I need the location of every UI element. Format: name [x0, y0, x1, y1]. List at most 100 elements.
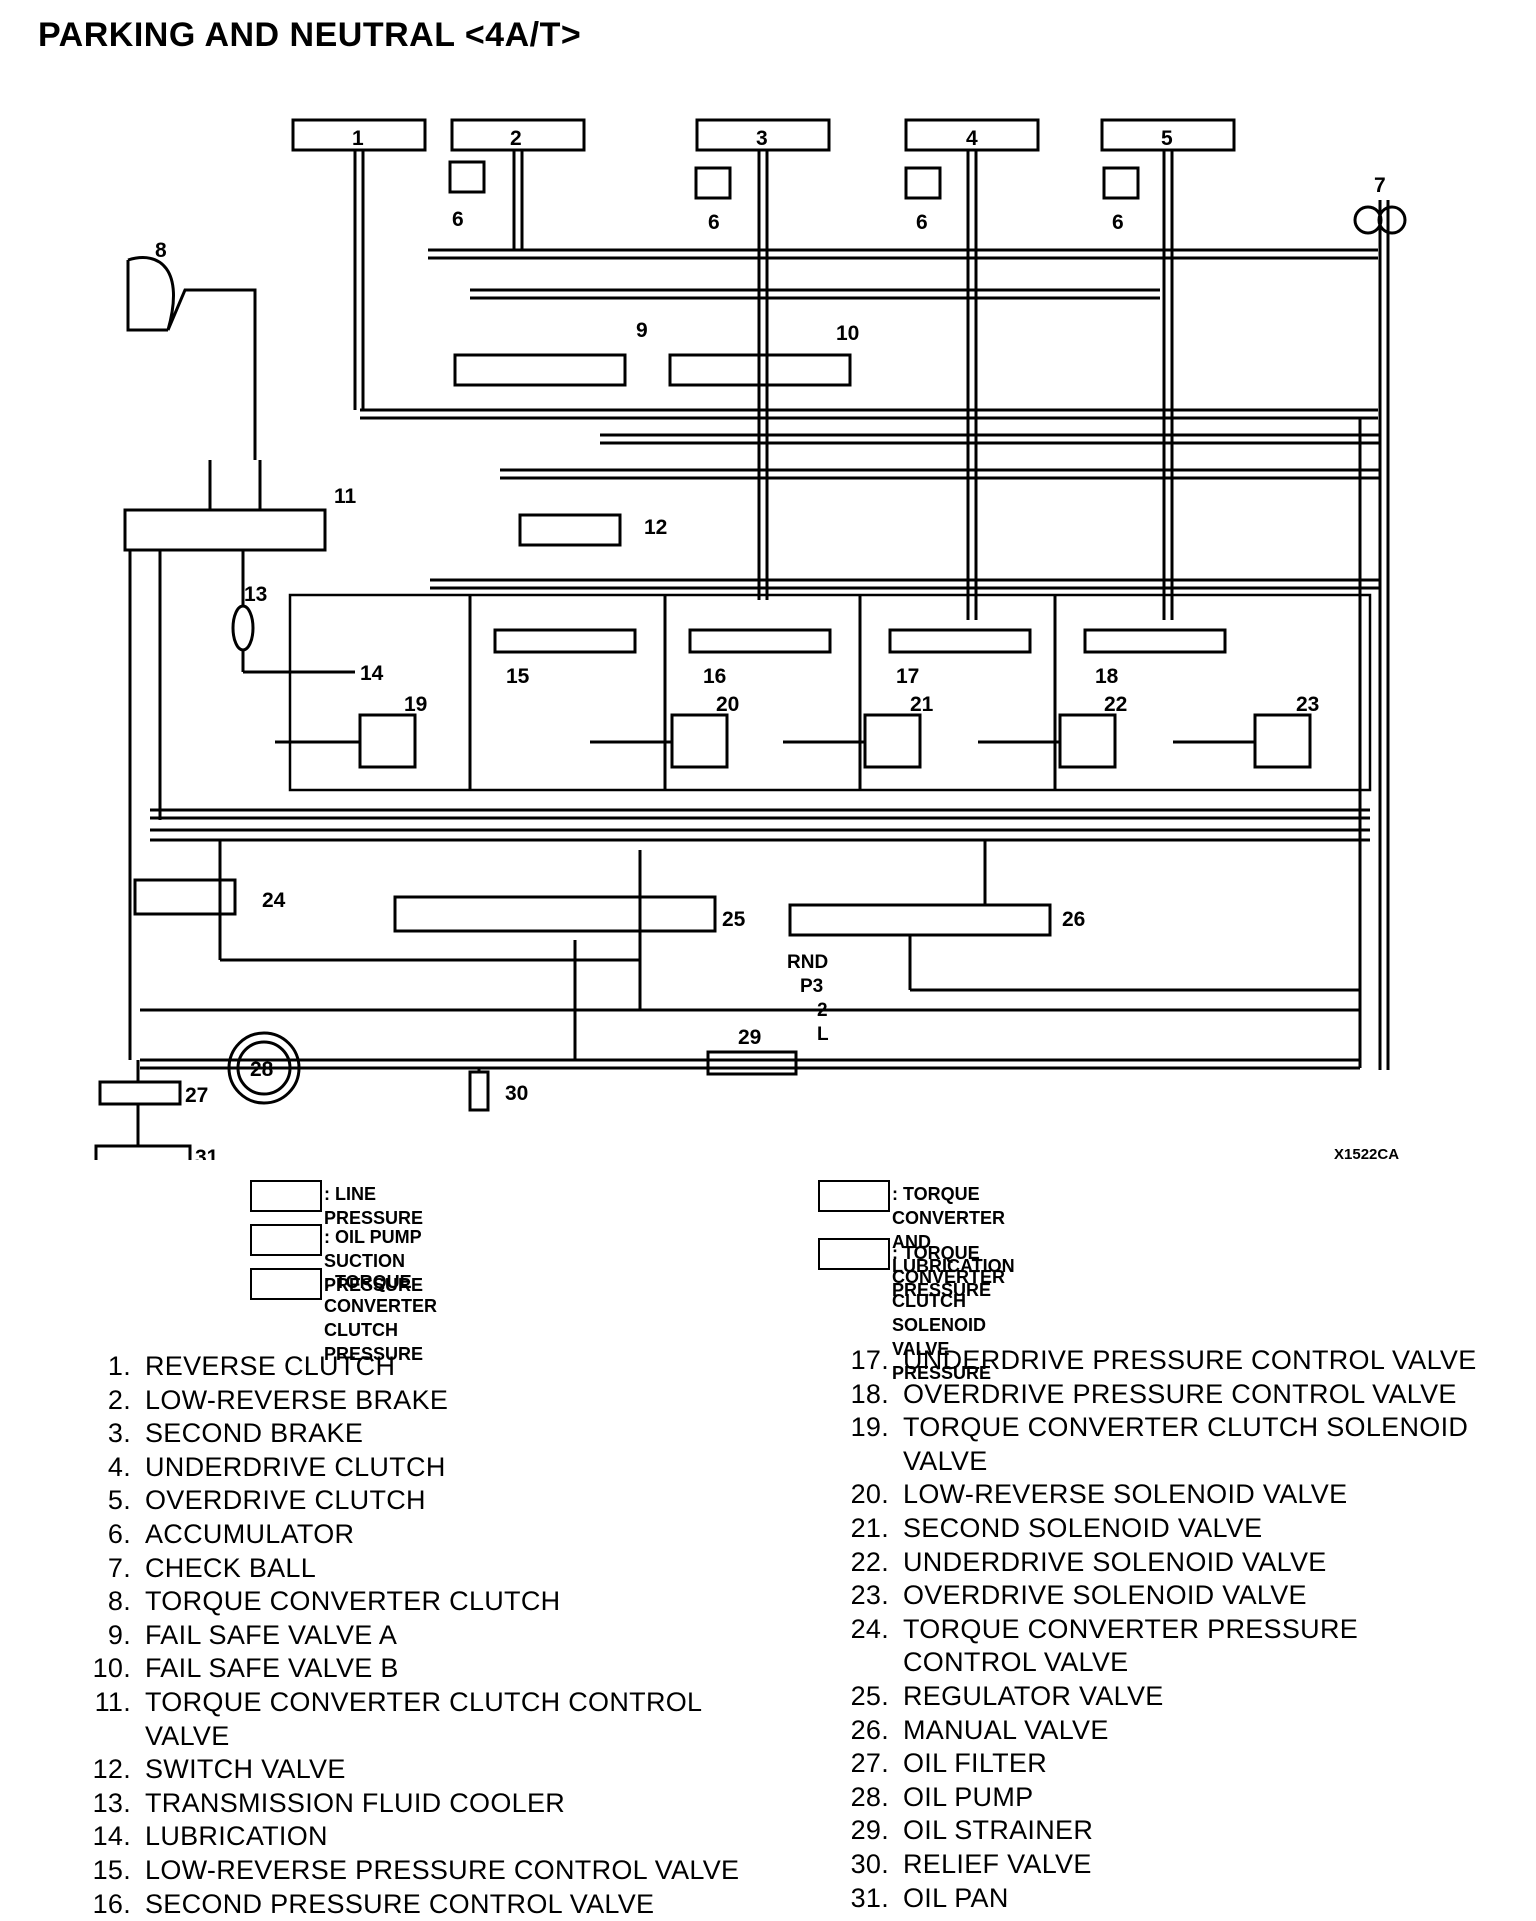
accumulator-2 [450, 162, 484, 192]
part-list-item: 20.LOW-REVERSE SOLENOID VALVE [838, 1478, 1528, 1512]
part-name: LOW-REVERSE PRESSURE CONTROL VALVE [145, 1854, 739, 1888]
part-list-item: 7.CHECK BALL [80, 1552, 780, 1586]
callout-13: 13 [244, 583, 267, 606]
part-number: 13. [80, 1787, 145, 1821]
callout-20: 20 [716, 693, 739, 716]
part-list-item: 8.TORQUE CONVERTER CLUTCH [80, 1585, 780, 1619]
part-number: 24. [838, 1613, 903, 1680]
legend-swatch-solenoid-pressure [818, 1238, 890, 1270]
part-list-item: 22.UNDERDRIVE SOLENOID VALVE [838, 1546, 1528, 1580]
part-list-item: 18.OVERDRIVE PRESSURE CONTROL VALVE [838, 1378, 1528, 1412]
part-number: 11. [80, 1686, 145, 1753]
part-name: TORQUE CONVERTER CLUTCH [145, 1585, 560, 1619]
part-list-item: 29.OIL STRAINER [838, 1814, 1528, 1848]
part-number: 18. [838, 1378, 903, 1412]
part-list-item: 26.MANUAL VALVE [838, 1714, 1528, 1748]
part-list-item: 30.RELIEF VALVE [838, 1848, 1528, 1882]
part-list-item: 15.LOW-REVERSE PRESSURE CONTROL VALVE [80, 1854, 780, 1888]
part-name: MANUAL VALVE [903, 1714, 1109, 1748]
part-list-item: 28.OIL PUMP [838, 1781, 1528, 1815]
switch-valve-body [520, 515, 620, 545]
part-name: TORQUE CONVERTER CLUTCH SOLENOID VALVE [903, 1411, 1468, 1478]
callout-10: 10 [836, 322, 859, 345]
part-number: 8. [80, 1585, 145, 1619]
callout-18: 18 [1095, 665, 1119, 688]
part-number: 19. [838, 1411, 903, 1478]
part-number: 31. [838, 1882, 903, 1916]
part-list-item: 6.ACCUMULATOR [80, 1518, 780, 1552]
pcv-18-body [1085, 630, 1225, 652]
fail-safe-valve-a-body [455, 355, 625, 385]
part-number: 23. [838, 1579, 903, 1613]
part-list-item: 17.UNDERDRIVE PRESSURE CONTROL VALVE [838, 1344, 1528, 1378]
part-number: 9. [80, 1619, 145, 1653]
part-number: 3. [80, 1417, 145, 1451]
part-list-item: 14.LUBRICATION [80, 1820, 780, 1854]
part-name: LUBRICATION [145, 1820, 328, 1854]
callout-17: 17 [896, 665, 919, 688]
legend-swatch-tcc-pressure [250, 1268, 322, 1300]
part-name: SWITCH VALVE [145, 1753, 346, 1787]
part-name: FAIL SAFE VALVE B [145, 1652, 399, 1686]
callout-16: 16 [703, 665, 726, 688]
part-name: UNDERDRIVE PRESSURE CONTROL VALVE [903, 1344, 1477, 1378]
manual-valve-body [790, 905, 1050, 935]
callout-6b: 6 [708, 211, 720, 234]
callout-1: 1 [352, 127, 364, 150]
part-name: TORQUE CONVERTER CLUTCH CONTROL VALVE [145, 1686, 702, 1753]
part-name: SECOND PRESSURE CONTROL VALVE [145, 1888, 654, 1921]
part-number: 16. [80, 1888, 145, 1921]
check-ball-7b [1379, 207, 1405, 233]
callout-4: 4 [966, 127, 978, 150]
shift-position-p3: P3 [800, 976, 823, 997]
part-name: TORQUE CONVERTER PRESSURE CONTROL VALVE [903, 1613, 1358, 1680]
solenoid-19-body [360, 715, 415, 767]
part-name: LOW-REVERSE BRAKE [145, 1384, 448, 1418]
regulator-valve-body [395, 897, 715, 931]
part-name: OVERDRIVE PRESSURE CONTROL VALVE [903, 1378, 1457, 1412]
tcc-control-valve-body [125, 510, 325, 550]
torque-converter-clutch-shape [128, 258, 255, 460]
part-name: UNDERDRIVE CLUTCH [145, 1451, 446, 1485]
part-name: FAIL SAFE VALVE A [145, 1619, 397, 1653]
part-name: CHECK BALL [145, 1552, 316, 1586]
part-number: 1. [80, 1350, 145, 1384]
part-list-item: 1.REVERSE CLUTCH [80, 1350, 780, 1384]
part-number: 29. [838, 1814, 903, 1848]
part-list-item: 2.LOW-REVERSE BRAKE [80, 1384, 780, 1418]
part-number: 12. [80, 1753, 145, 1787]
part-list-item: 31.OIL PAN [838, 1882, 1528, 1916]
callout-6d: 6 [1112, 211, 1124, 234]
check-ball-7a [1355, 207, 1381, 233]
callout-11: 11 [334, 485, 357, 508]
part-list-item: 27.OIL FILTER [838, 1747, 1528, 1781]
oil-pan-box [96, 1146, 190, 1160]
shift-position-rnd: RND [787, 952, 828, 973]
shift-position-2: 2 [817, 1000, 828, 1021]
callout-23: 23 [1296, 693, 1319, 716]
part-number: 17. [838, 1344, 903, 1378]
part-list-item: 11.TORQUE CONVERTER CLUTCH CONTROL VALVE [80, 1686, 780, 1753]
oil-strainer-box [708, 1052, 796, 1074]
callout-21: 21 [910, 693, 934, 716]
legend-swatch-lubrication [818, 1180, 890, 1212]
legend-swatch-suction [250, 1224, 322, 1256]
callout-25: 25 [722, 908, 746, 931]
callout-24: 24 [262, 889, 286, 912]
callout-15: 15 [506, 665, 530, 688]
part-name: REVERSE CLUTCH [145, 1350, 395, 1384]
callout-7: 7 [1374, 174, 1386, 197]
relief-valve-shape [470, 1072, 488, 1110]
part-number: 30. [838, 1848, 903, 1882]
part-name: SECOND SOLENOID VALVE [903, 1512, 1262, 1546]
part-list-item: 19.TORQUE CONVERTER CLUTCH SOLENOID VALV… [838, 1411, 1528, 1478]
part-number: 25. [838, 1680, 903, 1714]
part-number: 5. [80, 1484, 145, 1518]
callout-27: 27 [185, 1084, 208, 1107]
part-list-item: 24.TORQUE CONVERTER PRESSURE CONTROL VAL… [838, 1613, 1528, 1680]
part-number: 20. [838, 1478, 903, 1512]
part-name: OIL FILTER [903, 1747, 1047, 1781]
pcv-17-body [890, 630, 1030, 652]
callout-3: 3 [756, 127, 768, 150]
